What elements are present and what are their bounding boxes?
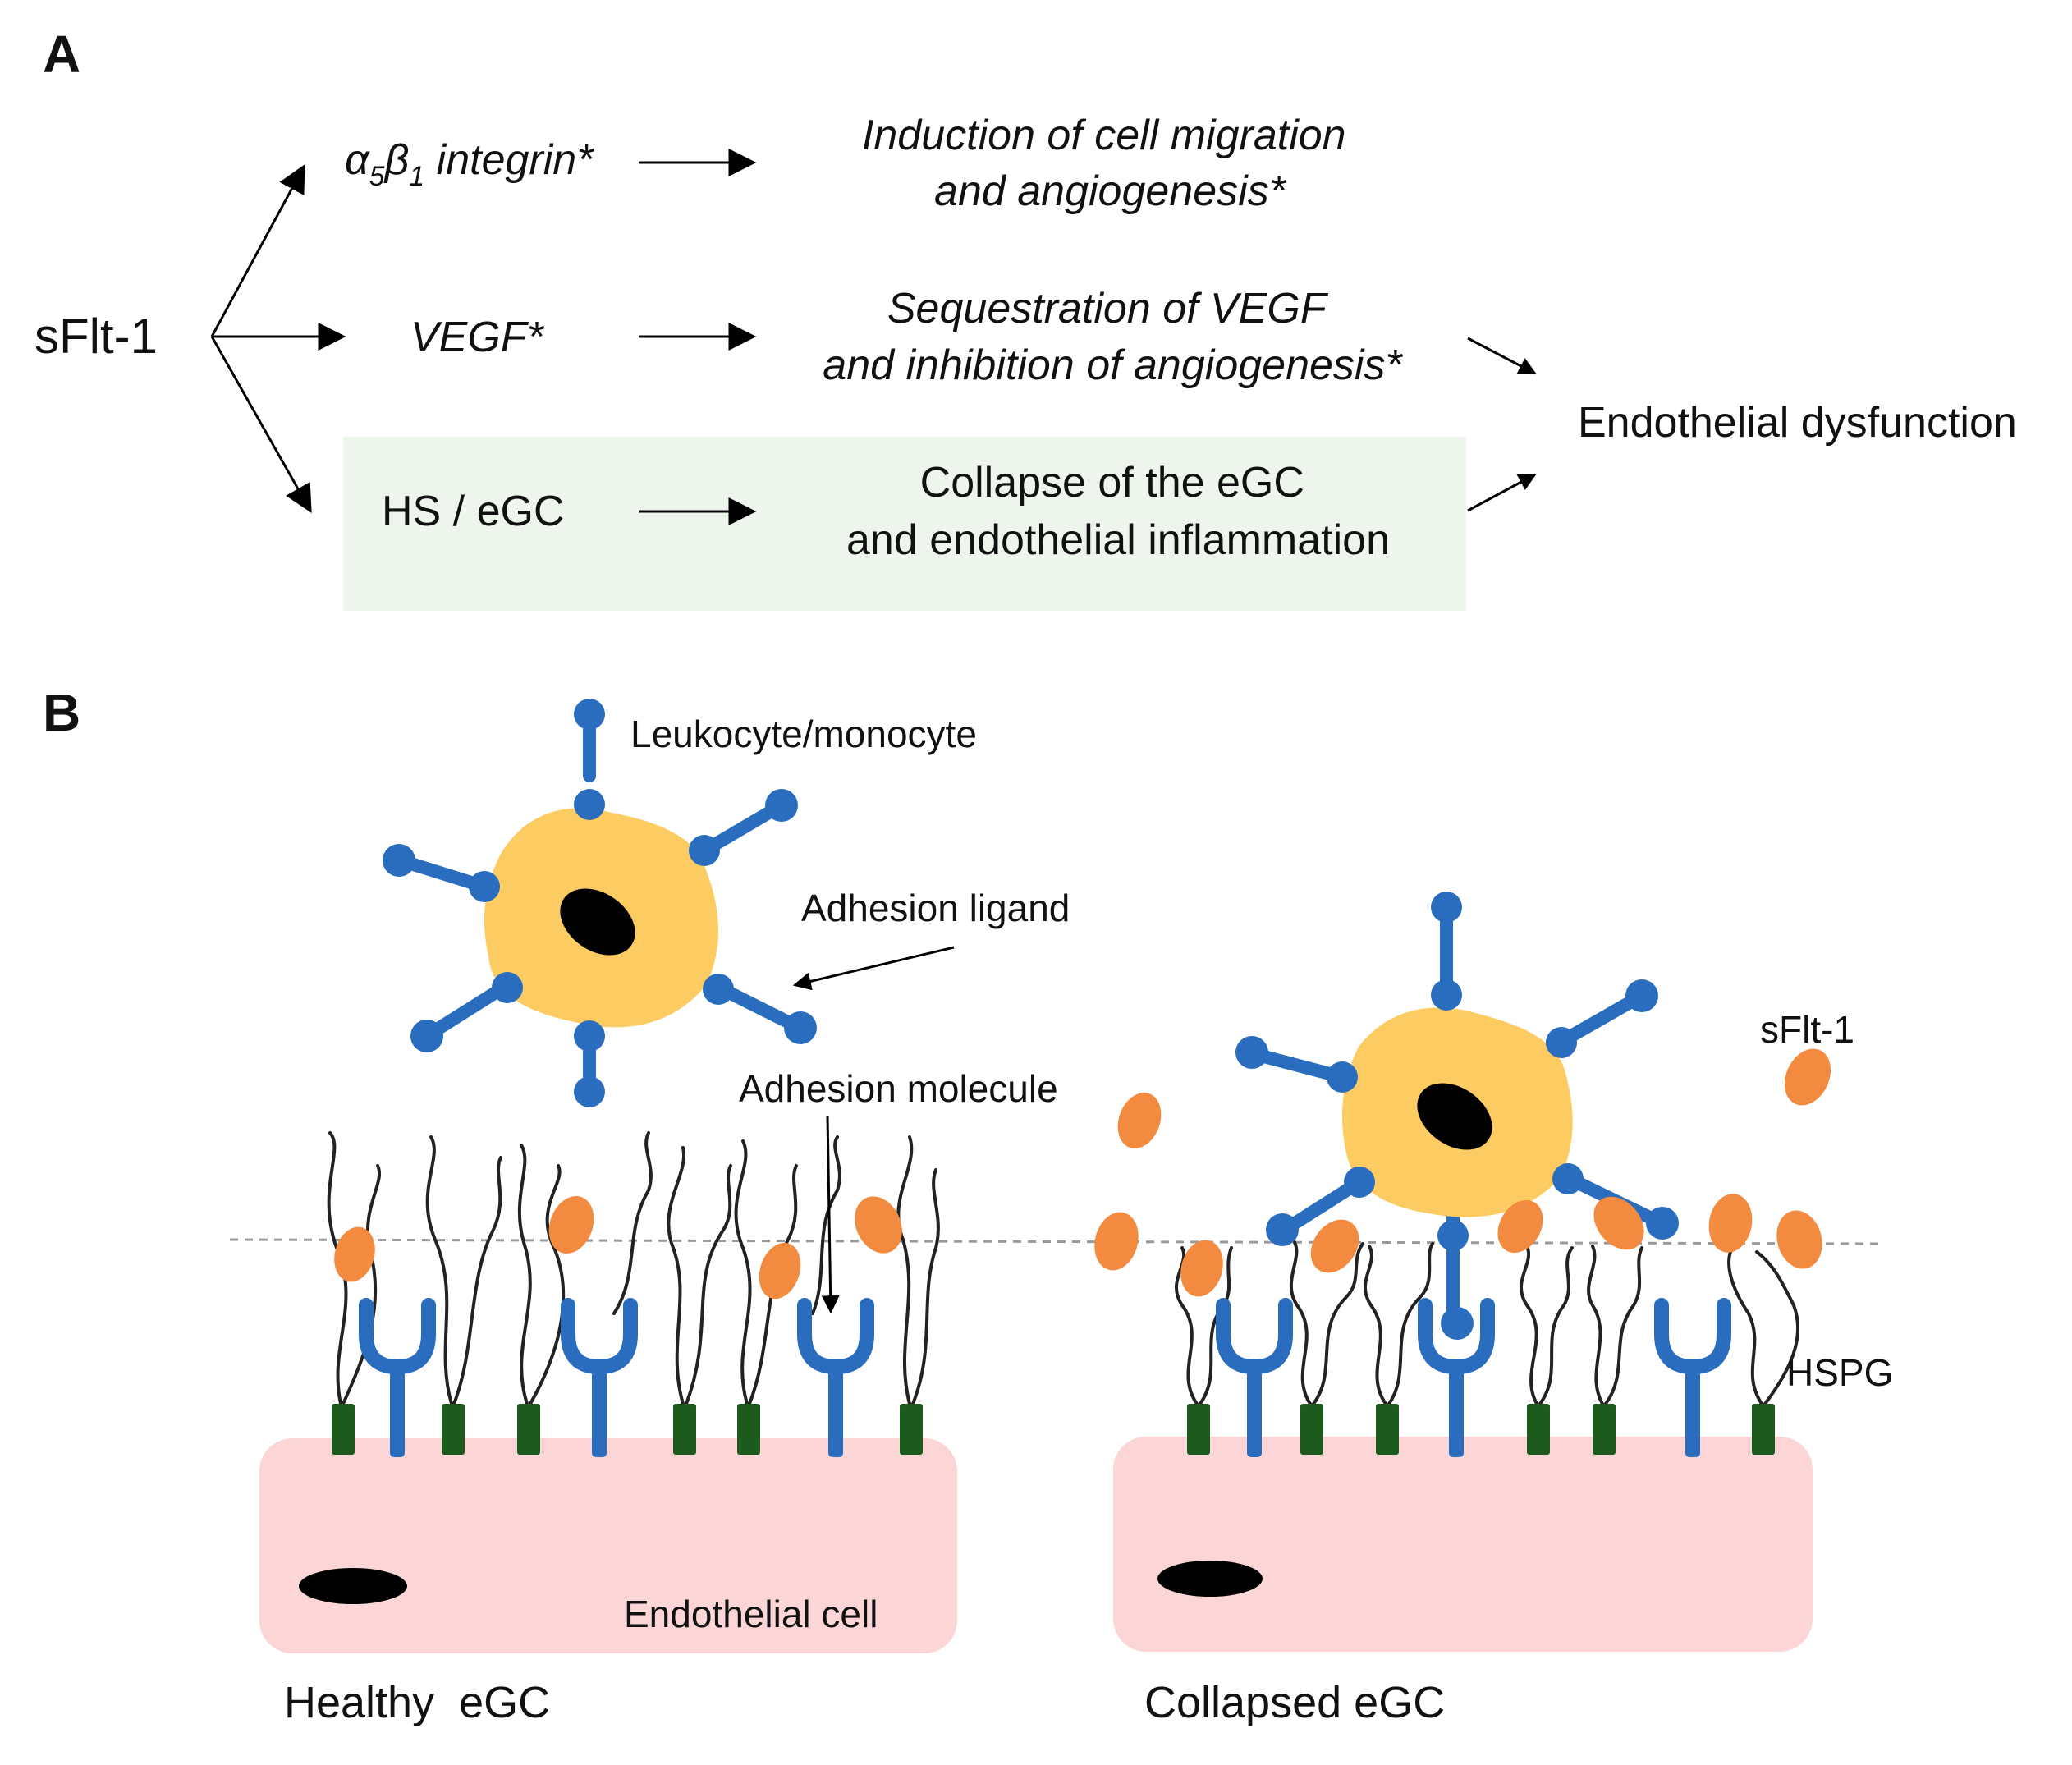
hspg-core	[737, 1404, 760, 1455]
panel-b-label: B	[43, 683, 80, 742]
sflt1-particle	[855, 1196, 902, 1254]
hspg-core	[1376, 1404, 1399, 1455]
sflt1-label: sFlt-1	[1760, 1008, 1854, 1051]
hspg-core	[332, 1404, 355, 1455]
hspg-core	[673, 1404, 696, 1455]
hspg-core	[900, 1404, 923, 1455]
sflt1-particle	[1497, 1200, 1543, 1253]
endothelial-dysfunction-label: Endothelial dysfunction	[1578, 399, 2017, 447]
sflt1-source-label: sFlt-1	[34, 309, 158, 364]
sflt1-particle	[1784, 1048, 1831, 1106]
hs-egc-highlight-box	[343, 437, 1466, 611]
sflt1-particle	[759, 1242, 801, 1300]
sflt1-particle	[1117, 1093, 1162, 1148]
hspg-core	[517, 1404, 540, 1455]
sflt1-particle	[1776, 1210, 1822, 1269]
sflt1-particle	[1094, 1212, 1139, 1271]
collapsed-egc-illustration: sFlt-1 HSPG Collapsed eGC	[1094, 892, 1893, 1727]
hspg-label: HSPG	[1786, 1351, 1893, 1394]
panel-a-label: A	[43, 25, 80, 84]
panel-b: B	[43, 683, 1893, 1727]
integrin-label: α5β1 integrin*	[345, 136, 594, 192]
sflt1-particle	[1708, 1194, 1753, 1253]
leukocyte-monocyte-label: Leukocyte/monocyte	[630, 713, 977, 755]
endothelial-cell-collapsed	[1113, 1437, 1813, 1652]
sflt1-particle	[1310, 1219, 1359, 1273]
leukocyte-nucleus	[1417, 1083, 1492, 1150]
outcome-sequestration: Sequestration of VEGF and inhibition of …	[823, 285, 1403, 389]
adhesion-ligand-pointer	[792, 946, 955, 991]
panel-a: A sFlt-1 α5β1 integrin* VEGF* HS / eGC I…	[34, 25, 2017, 611]
hspg-core	[1593, 1404, 1616, 1455]
hspg-core	[1752, 1404, 1775, 1455]
nucleus-collapsed	[1157, 1561, 1263, 1597]
healthy-egc-illustration: Leukocyte/monocyte Adhesion ligand Adhes…	[259, 699, 1070, 1727]
collapsed-egc-label: Collapsed eGC	[1144, 1678, 1445, 1727]
adhesion-molecule-pointer	[821, 1116, 840, 1314]
adhesion-ligand-label: Adhesion ligand	[801, 887, 1070, 929]
arrow-to-dysfunction-top	[1467, 337, 1537, 375]
sflt1-particle	[1593, 1196, 1644, 1250]
hspg-core	[1187, 1404, 1210, 1455]
hspg-core	[1300, 1404, 1323, 1455]
hs-egc-label: HS / eGC	[382, 488, 565, 535]
sflt1-particle	[548, 1196, 594, 1254]
hs-chains-collapsed	[1175, 1238, 1800, 1405]
outcome-migration: Induction of cell migration and angiogen…	[862, 112, 1358, 215]
endothelial-cell-label: Endothelial cell	[624, 1593, 878, 1635]
glycocalyx-boundary-line	[229, 1238, 1881, 1245]
vegf-label: VEGF*	[410, 314, 545, 361]
outcome-collapse: Collapse of the eGC and endothelial infl…	[846, 459, 1390, 564]
hspg-core	[442, 1404, 465, 1455]
sflt1-particle	[334, 1226, 375, 1282]
nucleus-healthy	[299, 1568, 407, 1604]
healthy-egc-label: Healthy eGC	[284, 1678, 550, 1727]
leukocyte-nucleus	[560, 888, 635, 956]
adhesion-molecule-receptor	[568, 1305, 630, 1457]
arrow-to-dysfunction-bottom	[1467, 473, 1537, 512]
adhesion-molecule-label: Adhesion molecule	[739, 1067, 1058, 1110]
endothelial-cell-healthy	[259, 1438, 957, 1653]
branch-arrow-integrin	[210, 164, 305, 337]
sflt1-particle	[1180, 1240, 1223, 1297]
adhesion-molecule-receptor	[805, 1305, 867, 1457]
leukocyte-healthy	[383, 699, 817, 1107]
hspg-core	[1527, 1404, 1550, 1455]
leukocyte-collapsed	[1235, 892, 1679, 1340]
adhesion-molecule-receptor	[1223, 1305, 1286, 1457]
adhesion-molecule-receptor	[1662, 1305, 1724, 1457]
branch-arrow-hs	[210, 336, 312, 513]
adhesion-molecule-receptor	[366, 1305, 429, 1457]
